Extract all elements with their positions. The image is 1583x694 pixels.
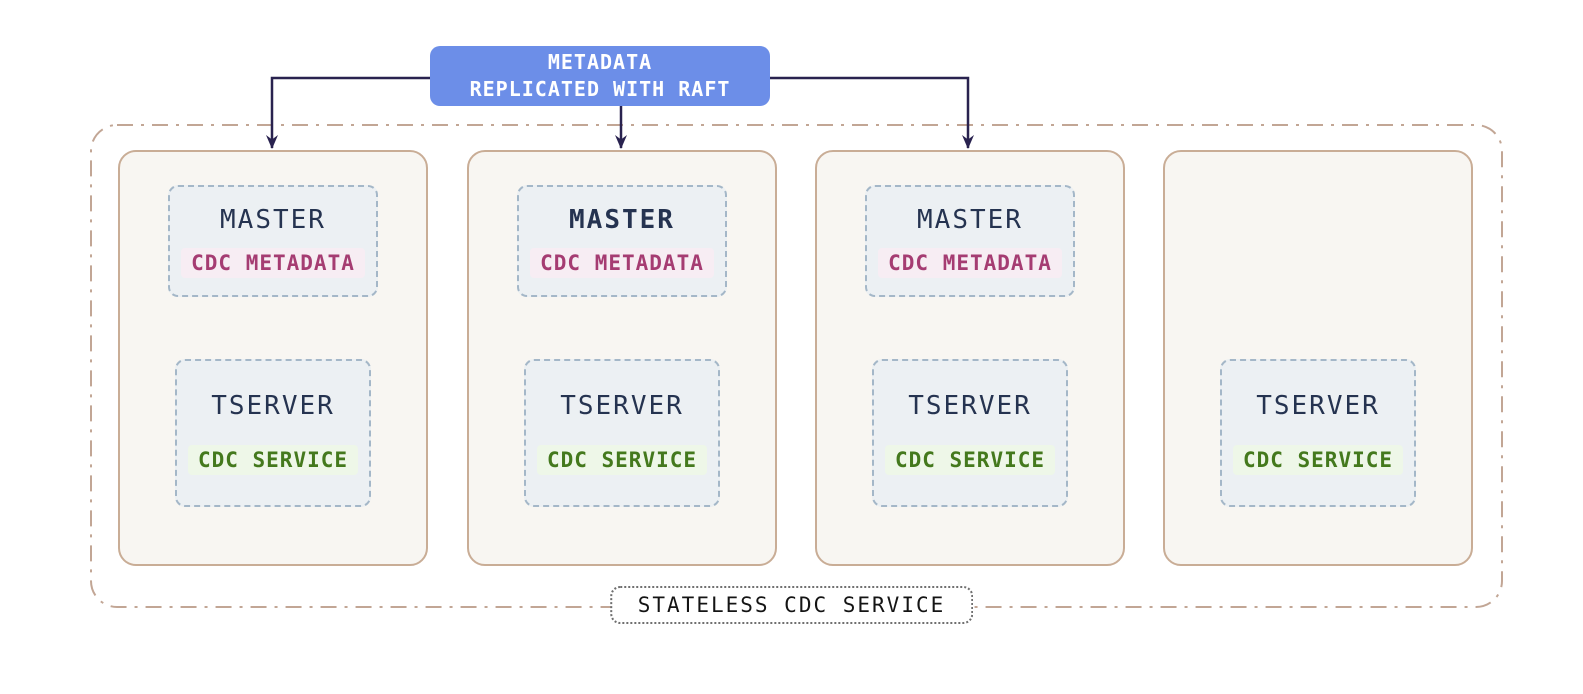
master-box: MASTER CDC METADATA <box>168 185 378 297</box>
cdc-service-badge: CDC SERVICE <box>187 445 359 475</box>
node-2: MASTER CDC METADATA TSERVER CDC SERVICE <box>467 150 777 566</box>
raft-arrow-to-node-1 <box>266 76 430 149</box>
tserver-box: TSERVER CDC SERVICE <box>524 359 720 507</box>
cdc-metadata-badge: CDC METADATA <box>878 247 1062 278</box>
tserver-label: TSERVER <box>211 391 335 421</box>
raft-metadata-line1: METADATA <box>547 50 653 74</box>
tserver-label: TSERVER <box>908 391 1032 421</box>
cdc-metadata-badge: CDC METADATA <box>181 247 365 278</box>
master-label: MASTER <box>220 204 326 235</box>
tserver-label: TSERVER <box>560 391 684 421</box>
cdc-service-badge: CDC SERVICE <box>884 445 1056 475</box>
master-label: MASTER <box>917 204 1023 235</box>
cdc-metadata-badge: CDC METADATA <box>530 247 714 278</box>
master-box: MASTER CDC METADATA <box>517 185 727 297</box>
node-4: TSERVER CDC SERVICE <box>1163 150 1473 566</box>
raft-metadata-box: METADATA REPLICATED WITH RAFT <box>430 46 770 106</box>
tserver-label: TSERVER <box>1256 391 1380 421</box>
stateless-cdc-container-border <box>90 124 1503 608</box>
node-3: MASTER CDC METADATA TSERVER CDC SERVICE <box>815 150 1125 566</box>
node-1: MASTER CDC METADATA TSERVER CDC SERVICE <box>118 150 428 566</box>
master-box: MASTER CDC METADATA <box>865 185 1075 297</box>
tserver-box: TSERVER CDC SERVICE <box>175 359 371 507</box>
raft-metadata-line2: REPLICATED WITH RAFT <box>469 77 731 101</box>
tserver-box: TSERVER CDC SERVICE <box>872 359 1068 507</box>
cdc-service-badge: CDC SERVICE <box>1232 445 1404 475</box>
raft-arrow-to-node-3 <box>770 76 974 149</box>
cdc-service-badge: CDC SERVICE <box>536 445 708 475</box>
stateless-cdc-service-label: STATELESS CDC SERVICE <box>609 586 974 624</box>
tserver-box: TSERVER CDC SERVICE <box>1220 359 1416 507</box>
master-label: MASTER <box>569 204 675 235</box>
